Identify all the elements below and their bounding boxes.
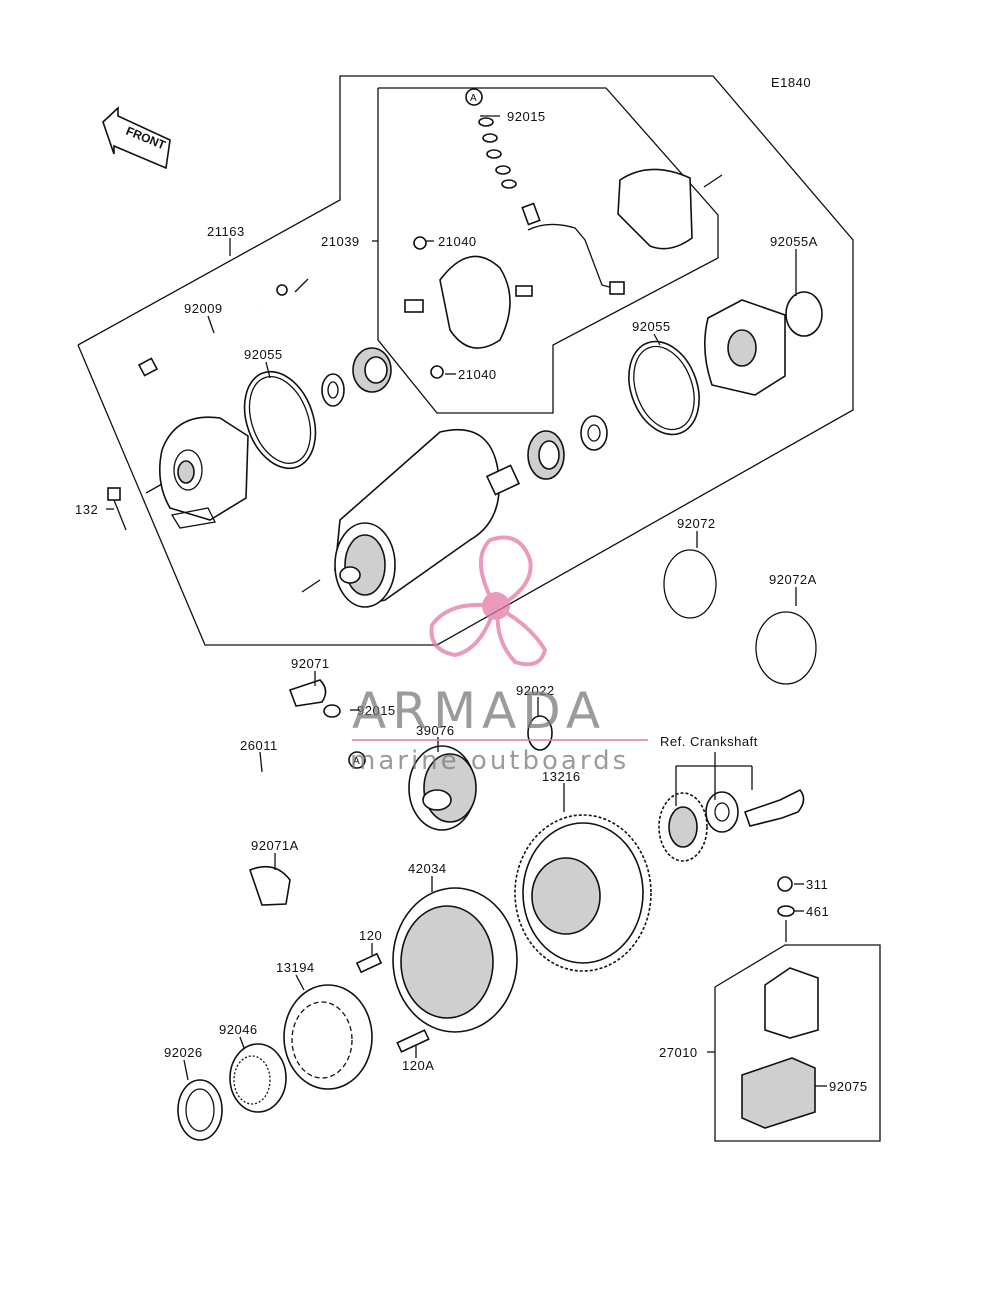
part-92072: 92072: [677, 516, 716, 531]
terminal-boot-92071: [288, 679, 341, 718]
part-92055-right: 92055: [632, 319, 671, 334]
nut-311: [777, 876, 793, 892]
starter-motor-body: [301, 428, 521, 608]
front-arrow-icon: FRONT: [102, 106, 171, 170]
ring-92072: [663, 549, 717, 619]
idle-gear-39076: [408, 745, 477, 831]
part-92072a: 92072A: [769, 572, 817, 587]
part-21163: 21163: [207, 224, 245, 239]
needle-bearing-92046: [229, 1043, 287, 1113]
yoke-cover: [617, 168, 693, 250]
starter-clutch-gear-13216: [514, 814, 652, 972]
part-92055-left: 92055: [244, 347, 283, 362]
through-bolt: [137, 278, 309, 377]
washer-left: [321, 373, 345, 407]
part-120a: 120A: [402, 1058, 434, 1073]
o-ring-left: [243, 370, 317, 470]
part-120: 120: [359, 928, 382, 943]
part-21040-top: 21040: [438, 234, 477, 249]
clutch-housing-42034: [392, 887, 518, 1033]
bolt-120: [355, 952, 383, 974]
assembly-frame-27010: [714, 944, 881, 1142]
part-92009: 92009: [184, 301, 223, 316]
marker-a-bottom: A: [348, 751, 366, 769]
part-labels: 21163 92009 92055 132 21039 21040 21040 …: [75, 109, 868, 1094]
watermark-brand: ARMADA: [352, 682, 606, 740]
starter-relay-27010: [741, 967, 819, 1129]
brush-springs: [478, 117, 517, 189]
part-92071: 92071: [291, 656, 330, 671]
assembly-frame-21039: [377, 87, 719, 414]
watermark-tagline: marine outboards: [350, 746, 629, 776]
washer-461: [777, 905, 795, 917]
one-way-clutch-13194: [283, 984, 373, 1090]
part-92071a: 92071A: [251, 838, 299, 853]
ring-92072a: [755, 611, 817, 685]
rear-end-cover: [704, 299, 786, 396]
washer-92022: [527, 715, 553, 751]
marker-a-top: A: [465, 88, 483, 106]
propeller-logo-icon: [429, 535, 548, 667]
part-92022: 92022: [516, 683, 555, 698]
diagram-code: E1840: [771, 75, 811, 90]
part-42034: 42034: [408, 861, 447, 876]
front-end-cover: [145, 416, 249, 529]
part-26011: 26011: [240, 738, 278, 753]
part-311: 311: [806, 877, 828, 892]
part-92075: 92075: [829, 1079, 868, 1094]
part-461: 461: [806, 904, 829, 919]
part-132: 132: [75, 502, 98, 517]
crankshaft-gear: [658, 788, 805, 862]
o-ring-92055a: [785, 291, 823, 337]
part-39076: 39076: [416, 723, 455, 738]
ref-crankshaft: Ref. Crankshaft: [660, 734, 758, 749]
watermark: ARMADA marine outboards: [350, 535, 648, 776]
washer-right: [580, 415, 608, 451]
part-21040-bottom: 21040: [458, 367, 497, 382]
marker-a-top-label: A: [470, 93, 477, 104]
marker-a-bottom-label: A: [353, 756, 360, 767]
part-21039: 21039: [321, 234, 360, 249]
part-13194: 13194: [276, 960, 315, 975]
part-92055a: 92055A: [770, 234, 818, 249]
thrust-washer-92026: [177, 1079, 223, 1141]
part-13216: 13216: [542, 769, 581, 784]
leader-lines: [106, 115, 827, 1087]
part-27010: 27010: [659, 1045, 698, 1060]
part-92015-mid: 92015: [357, 703, 396, 718]
o-ring-right: [628, 340, 700, 436]
part-92015-top: 92015: [507, 109, 546, 124]
part-92046: 92046: [219, 1022, 258, 1037]
brush-holder: [404, 202, 625, 379]
part-92026: 92026: [164, 1045, 203, 1060]
terminal-boot-92071a: [248, 865, 291, 906]
bolt-120a: [396, 1029, 430, 1053]
screw-132: [107, 487, 127, 531]
assembly-frame-21163: [77, 75, 854, 646]
